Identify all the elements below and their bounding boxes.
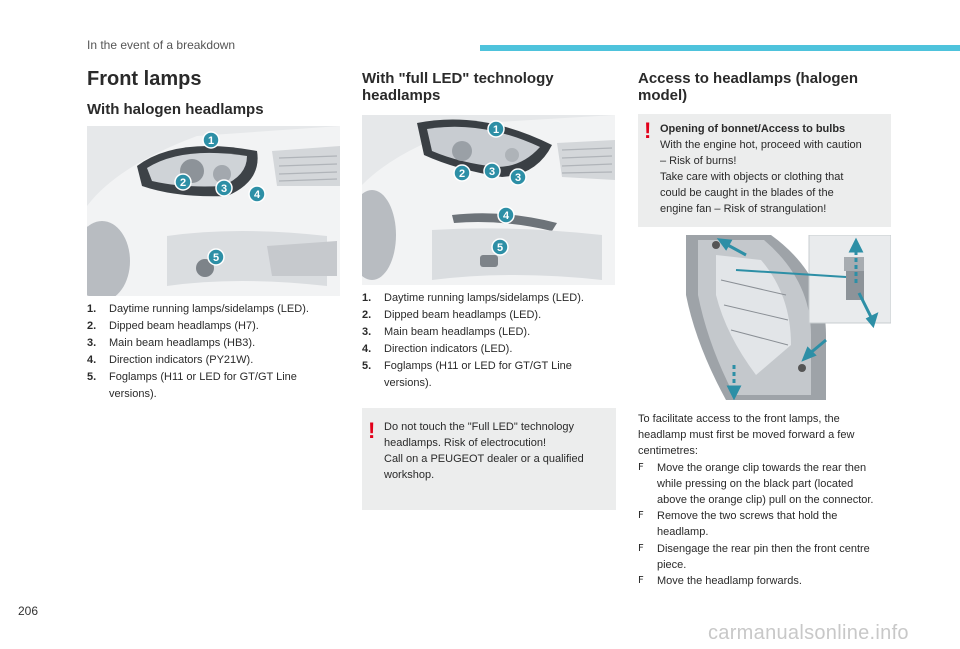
halogen-headlamp-photo: 1 2 3 4 5 bbox=[87, 126, 340, 296]
access-warning-box: ! Opening of bonnet/Access to bulbs With… bbox=[638, 114, 891, 227]
list-item: 3.Main beam headlamps (HB3). bbox=[87, 337, 256, 349]
callout-4: 4 bbox=[503, 210, 510, 222]
callout-5: 5 bbox=[213, 252, 219, 264]
bullet-icon: F bbox=[638, 542, 644, 554]
header-accent-bar bbox=[480, 45, 960, 51]
callout-1: 1 bbox=[493, 124, 499, 136]
bullet-icon: F bbox=[638, 575, 644, 587]
headlamp-removal-diagram bbox=[676, 235, 891, 400]
callout-1: 1 bbox=[208, 135, 214, 147]
page-number: 206 bbox=[18, 604, 39, 618]
callout-2: 2 bbox=[459, 168, 465, 180]
list-item: 2.Dipped beam headlamps (H7). bbox=[87, 320, 259, 332]
list-item: 5.Foglamps (H11 or LED for GT/GT Line ve… bbox=[87, 371, 297, 400]
list-item: 4.Direction indicators (PY21W). bbox=[87, 354, 254, 366]
callout-2: 2 bbox=[180, 177, 186, 189]
warning-icon: ! bbox=[368, 418, 376, 443]
halogen-heading: With halogen headlamps bbox=[87, 101, 264, 118]
warning-icon: ! bbox=[644, 118, 652, 143]
halogen-lamp-list: 1.Daytime running lamps/sidelamps (LED).… bbox=[87, 301, 337, 403]
section-header: In the event of a breakdown bbox=[87, 38, 236, 52]
callout-3: 3 bbox=[489, 166, 495, 178]
watermark: carmanualsonline.info bbox=[708, 622, 909, 644]
bullet-icon: F bbox=[638, 510, 644, 522]
callout-4: 4 bbox=[254, 189, 261, 201]
list-item: 4.Direction indicators (LED). bbox=[362, 343, 513, 355]
list-item: 3.Main beam headlamps (LED). bbox=[362, 326, 531, 338]
led-headlamp-photo: 1 2 3 3 4 5 bbox=[362, 115, 615, 285]
callout-3: 3 bbox=[221, 183, 227, 195]
bullet-icon: F bbox=[638, 461, 644, 473]
led-heading: With "full LED" technology headlamps bbox=[362, 70, 554, 104]
access-heading: Access to headlamps (halogen model) bbox=[638, 70, 859, 104]
callout-5: 5 bbox=[497, 242, 503, 254]
led-warning-box: ! Do not touch the "Full LED" technology… bbox=[362, 408, 616, 510]
list-item: 1.Daytime running lamps/sidelamps (LED). bbox=[87, 303, 309, 315]
callout-3b: 3 bbox=[515, 172, 521, 184]
list-item: 1.Daytime running lamps/sidelamps (LED). bbox=[362, 292, 584, 304]
warning-title: Opening of bonnet/Access to bulbs bbox=[660, 123, 846, 135]
led-lamp-list: 1.Daytime running lamps/sidelamps (LED).… bbox=[362, 290, 612, 392]
access-instructions: To facilitate access to the front lamps,… bbox=[638, 411, 896, 589]
list-item: 2.Dipped beam headlamps (LED). bbox=[362, 309, 542, 321]
page-title: Front lamps bbox=[87, 68, 202, 90]
list-item: 5.Foglamps (H11 or LED for GT/GT Line ve… bbox=[362, 360, 572, 389]
